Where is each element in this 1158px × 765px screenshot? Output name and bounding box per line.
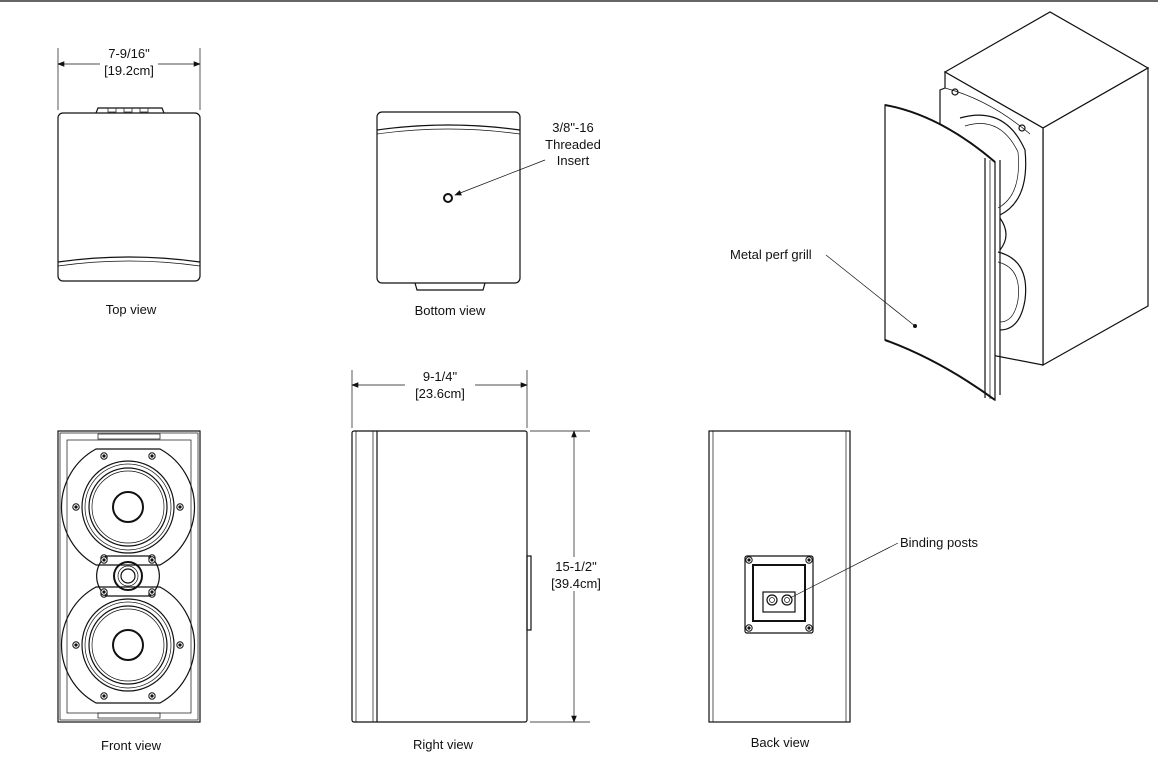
- back-view: Binding posts Back view: [708, 430, 979, 750]
- insert-callout-line2: Threaded: [545, 137, 601, 152]
- top-view: 7-9/16" [19.2cm] Top view: [57, 46, 201, 317]
- bottom-view: 3/8"-16 Threaded Insert Bottom view: [376, 111, 601, 318]
- back-view-label: Back view: [751, 735, 810, 750]
- insert-callout-line3: Insert: [557, 153, 590, 168]
- front-view-label: Front view: [101, 738, 162, 753]
- isometric-view: Metal perf grill: [730, 11, 1150, 402]
- top-view-label: Top view: [106, 302, 157, 317]
- threaded-insert: [443, 193, 453, 203]
- binding-posts-leader: [789, 542, 899, 599]
- depth-cm: [23.6cm]: [415, 386, 465, 401]
- depth-inches: 9-1/4": [423, 369, 458, 384]
- front-view: Front view: [57, 430, 201, 753]
- insert-callout-line1: 3/8"-16: [552, 120, 593, 135]
- top-width-cm: [19.2cm]: [104, 63, 154, 78]
- terminal-plate: [744, 555, 814, 634]
- bottom-view-label: Bottom view: [415, 303, 486, 318]
- height-cm: [39.4cm]: [551, 576, 601, 591]
- height-inches: 15-1/2": [555, 559, 597, 574]
- grill-callout: Metal perf grill: [730, 247, 812, 262]
- right-view-label: Right view: [413, 737, 474, 752]
- binding-posts-callout: Binding posts: [900, 535, 979, 550]
- right-view: 9-1/4" [23.6cm] 15-1/2" [39.4cm] Right v…: [351, 368, 607, 752]
- top-width-inches: 7-9/16": [108, 46, 150, 61]
